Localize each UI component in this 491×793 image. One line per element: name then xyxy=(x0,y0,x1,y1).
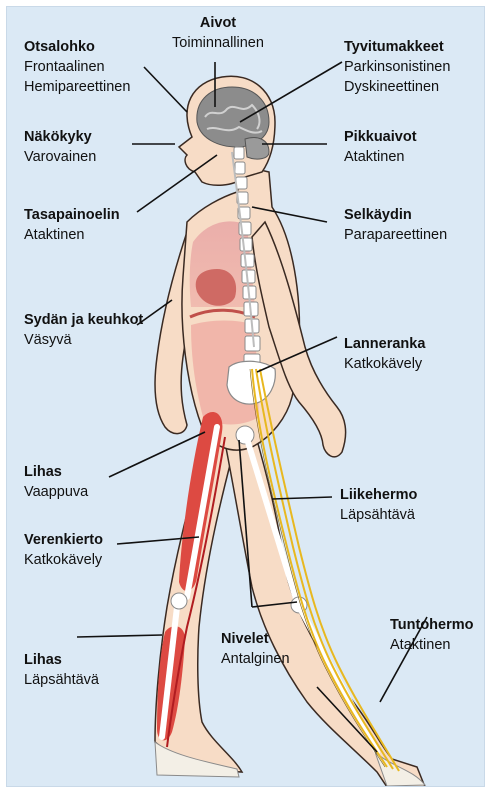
liikehermo-title: Liikehermo xyxy=(340,485,417,505)
tyvitumakkeet-type-2: Dyskineettinen xyxy=(344,77,450,97)
nakokyky-type: Varovainen xyxy=(24,147,96,167)
label-lihas-vaappuva: Lihas Vaappuva xyxy=(24,462,88,502)
tyvitumakkeet-type-1: Parkinsonistinen xyxy=(344,57,450,77)
label-sydan-ja-keuhkot: Sydän ja keuhkot Väsyvä xyxy=(24,310,143,350)
tuntohermo-title: Tuntohermo xyxy=(390,615,474,635)
label-pikkuaivot: Pikkuaivot Ataktinen xyxy=(344,127,417,167)
nivelet-title: Nivelet xyxy=(221,629,290,649)
lihas1-title: Lihas xyxy=(24,462,88,482)
tasapainoelin-type: Ataktinen xyxy=(24,225,120,245)
label-selkaydin: Selkäydin Parapareettinen xyxy=(344,205,447,245)
pikkuaivot-title: Pikkuaivot xyxy=(344,127,417,147)
label-liikehermo: Liikehermo Läpsähtävä xyxy=(340,485,417,525)
label-verenkierto: Verenkierto Katkokävely xyxy=(24,530,103,570)
label-tuntohermo: Tuntohermo Ataktinen xyxy=(390,615,474,655)
nakokyky-title: Näkökyky xyxy=(24,127,96,147)
lihas1-type: Vaappuva xyxy=(24,482,88,502)
otsalohko-type-2: Hemipareettinen xyxy=(24,77,130,97)
lanneranka-type: Katkokävely xyxy=(344,354,425,374)
otsalohko-type-1: Frontaalinen xyxy=(24,57,130,77)
lihas2-type: Läpsähtävä xyxy=(24,670,99,690)
verenkierto-title: Verenkierto xyxy=(24,530,103,550)
diagram-frame: Aivot Toiminnallinen Otsalohko Frontaali… xyxy=(6,6,485,787)
aivot-type: Toiminnallinen xyxy=(163,33,273,53)
nivelet-type: Antalginen xyxy=(221,649,290,669)
label-aivot: Aivot Toiminnallinen xyxy=(163,13,273,53)
otsalohko-title: Otsalohko xyxy=(24,37,130,57)
lanneranka-title: Lanneranka xyxy=(344,334,425,354)
label-lanneranka: Lanneranka Katkokävely xyxy=(344,334,425,374)
knee-back xyxy=(171,593,187,609)
aivot-title: Aivot xyxy=(163,13,273,33)
label-nivelet: Nivelet Antalginen xyxy=(221,629,290,669)
label-tasapainoelin: Tasapainoelin Ataktinen xyxy=(24,205,120,245)
label-otsalohko: Otsalohko Frontaalinen Hemipareettinen xyxy=(24,37,130,97)
selkaydin-type: Parapareettinen xyxy=(344,225,447,245)
tuntohermo-type: Ataktinen xyxy=(390,635,474,655)
sydan-title: Sydän ja keuhkot xyxy=(24,310,143,330)
liikehermo-type: Läpsähtävä xyxy=(340,505,417,525)
verenkierto-type: Katkokävely xyxy=(24,550,103,570)
label-nakokyky: Näkökyky Varovainen xyxy=(24,127,96,167)
lihas2-title: Lihas xyxy=(24,650,99,670)
label-tyvitumakkeet: Tyvitumakkeet Parkinsonistinen Dyskineet… xyxy=(344,37,450,97)
label-lihas-lapsahtava: Lihas Läpsähtävä xyxy=(24,650,99,690)
selkaydin-title: Selkäydin xyxy=(344,205,447,225)
sydan-type: Väsyvä xyxy=(24,330,143,350)
tyvitumakkeet-title: Tyvitumakkeet xyxy=(344,37,450,57)
pikkuaivot-type: Ataktinen xyxy=(344,147,417,167)
tasapainoelin-title: Tasapainoelin xyxy=(24,205,120,225)
